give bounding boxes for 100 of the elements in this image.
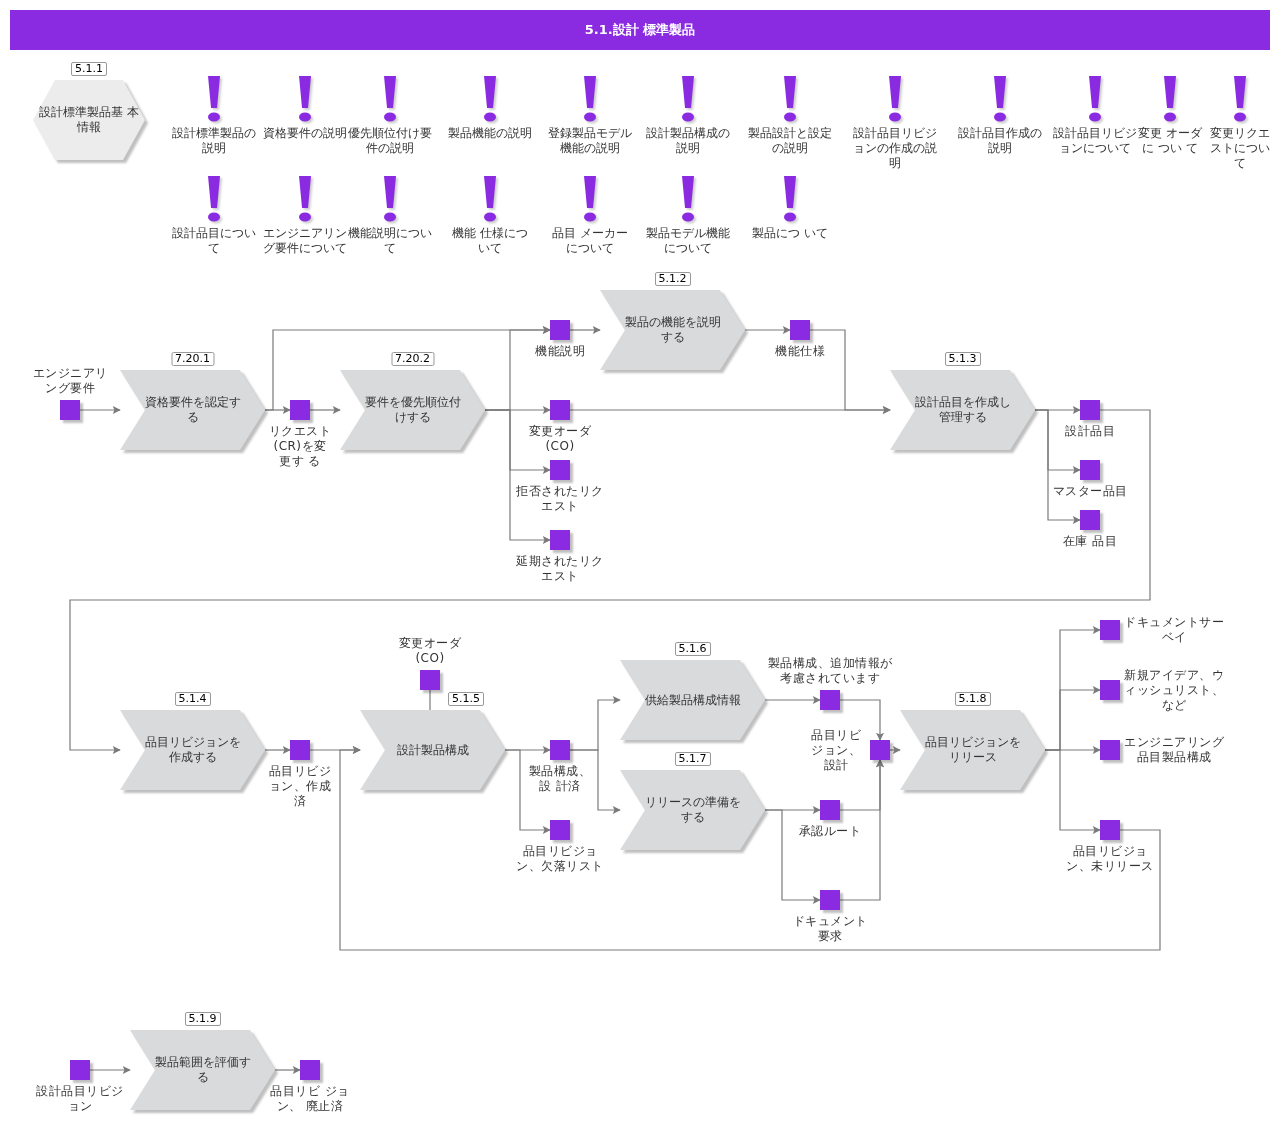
event-square	[550, 820, 570, 840]
note-text: 製品機能の説明	[448, 126, 532, 141]
process-step	[900, 710, 1045, 790]
note-text: 優先順位付け要件の説明	[348, 126, 432, 156]
event-square	[420, 670, 440, 690]
event-caption: 設計品目	[1064, 424, 1116, 439]
step-label: 品目リビジョンをリリース	[924, 735, 1021, 765]
event-caption: 変更オーダ(CO)	[527, 424, 593, 454]
event-square	[790, 320, 810, 340]
event-caption: 品目リビジョン、設計	[810, 727, 862, 773]
event-caption: 在庫 品目	[1061, 534, 1119, 549]
event-square	[1100, 680, 1120, 700]
step-number: 5.1.5	[448, 692, 484, 706]
connector-arrow	[764, 696, 821, 704]
event-caption: 拒否されたリクエスト	[515, 484, 605, 514]
note-text: 登録製品モデル機能の説明	[548, 126, 632, 156]
event-square	[1100, 820, 1120, 840]
event-caption: ドキュメントサーベイ	[1124, 615, 1224, 645]
step-label: 設計標準製品基 本情報	[38, 105, 140, 135]
connector-arrow	[89, 1066, 131, 1074]
note-text: 資格要件の説明	[263, 126, 347, 141]
connector-arrow	[504, 749, 551, 834]
connector-arrow	[264, 746, 291, 754]
step-number: 5.1.4	[174, 692, 211, 706]
connector-arrow	[274, 1066, 301, 1074]
event-square	[550, 400, 570, 420]
connector-arrow	[569, 406, 891, 414]
step-label: 設計品目を作成し管理する	[914, 395, 1011, 425]
title-bar: 5.1.設計 標準製品	[10, 10, 1270, 50]
connector-arrow	[484, 409, 551, 544]
process-step	[120, 710, 265, 790]
process-step	[890, 370, 1035, 450]
step-number: 5.1.3	[944, 352, 981, 366]
process-step	[340, 370, 485, 450]
process-step	[620, 660, 765, 740]
event-caption: 製品構成、設 計済	[527, 764, 593, 794]
event-square	[1100, 740, 1120, 760]
event-square	[70, 1060, 90, 1080]
event-square	[1080, 400, 1100, 420]
event-square	[550, 460, 570, 480]
step-label: 設計製品構成	[396, 742, 469, 758]
note-text: 設計品目作成の説明	[958, 126, 1042, 156]
event-caption: 承認ルート	[797, 824, 863, 839]
note-text: 製品設計と設定の説明	[748, 126, 832, 156]
event-square	[550, 320, 570, 340]
connector-arrow	[69, 409, 1151, 754]
step-label: 品目リビジョンを作成する	[144, 735, 241, 765]
connector-arrow	[839, 699, 884, 741]
event-caption: ドキュメント要求	[791, 914, 869, 944]
step-label: リリースの準備をする	[644, 795, 741, 825]
note-text: 設計品目リビジョンについて	[1053, 126, 1137, 156]
event-caption: 品目リビジョン、欠落リスト	[515, 844, 605, 874]
event-caption: 延期されたリクエスト	[515, 554, 605, 584]
process-step	[120, 370, 265, 450]
note-text: 機能説明について	[348, 226, 432, 256]
note-text: 品目 メーカーについて	[551, 226, 629, 256]
connector-arrow	[339, 746, 1161, 951]
step-number: 5.1.1	[71, 62, 107, 76]
step-number: 5.1.7	[674, 752, 711, 766]
connector-arrow	[764, 809, 821, 904]
step-label: 供給製品構成情報	[644, 692, 741, 708]
connector-arrow	[1034, 409, 1081, 524]
note-text: 機能 仕様について	[451, 226, 529, 256]
event-square	[820, 690, 840, 710]
event-square	[1100, 620, 1120, 640]
connector-arrow	[569, 326, 601, 334]
event-square	[550, 530, 570, 550]
event-caption: 変更オーダ(CO)	[397, 636, 463, 666]
event-caption: エンジニアリング品目製品構成	[1124, 735, 1224, 765]
connector-arrow	[569, 749, 621, 814]
connector-arrow	[309, 406, 341, 414]
connector-arrow	[839, 759, 884, 901]
process-step	[620, 770, 765, 850]
note-text: 変更リクエストについて	[1209, 126, 1271, 171]
event-caption: 製品構成、追加情報が考慮されています	[766, 656, 894, 686]
event-square	[1080, 510, 1100, 530]
note-text: 製品モデル機能について	[646, 226, 730, 256]
event-square	[820, 800, 840, 820]
event-caption: 機能仕様	[774, 344, 826, 359]
step-number: 7.20.2	[391, 352, 434, 366]
event-caption: マスター品目	[1051, 484, 1129, 499]
event-caption: 品目リビ ジョン、 廃止済	[269, 1084, 351, 1114]
event-caption: エンジニアリング要件	[31, 366, 109, 396]
event-square	[820, 890, 840, 910]
event-square	[1080, 460, 1100, 480]
step-number: 5.1.2	[654, 272, 691, 286]
event-caption: 品目リビジョン、作成済	[268, 764, 332, 809]
step-number: 5.1.6	[674, 642, 711, 656]
note-text: 設計品目について	[172, 226, 256, 256]
event-square	[290, 400, 310, 420]
step-number: 5.1.9	[184, 1012, 221, 1026]
event-square	[300, 1060, 320, 1080]
process-step	[360, 710, 505, 790]
connector-arrow	[1044, 749, 1101, 834]
step-label: 製品の機能を説明する	[624, 315, 721, 345]
note-text: 設計標準製品の説明	[172, 126, 256, 156]
step-label: 要件を優先順位付けする	[364, 395, 461, 425]
note-text: 変更 オーダに つい て	[1138, 126, 1202, 156]
note-text: 設計製品構成の説明	[646, 126, 730, 156]
info-hexagon	[33, 80, 145, 160]
